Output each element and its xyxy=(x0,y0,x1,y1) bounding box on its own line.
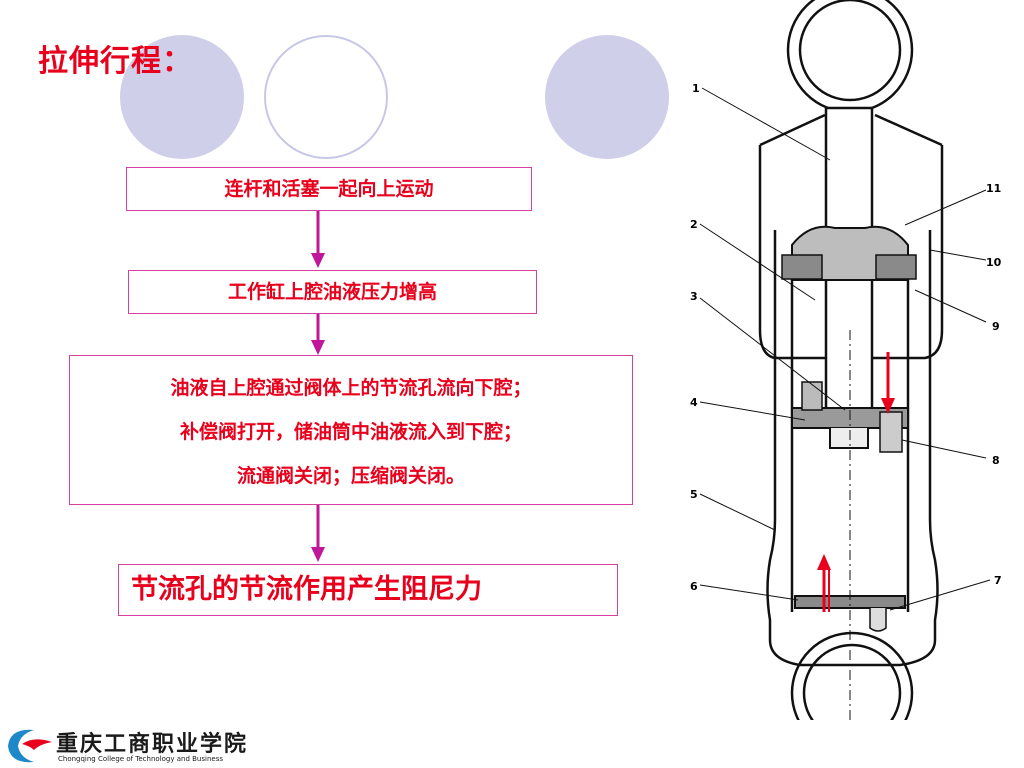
result-box: 节流孔的节流作用产生阻尼力 xyxy=(118,564,618,616)
decor-circle-left xyxy=(120,35,244,159)
flow-arrow-1 xyxy=(308,211,328,269)
step-3-line-1: 油液自上腔通过阀体上的节流孔流向下腔； xyxy=(170,377,532,399)
flow-arrow-3 xyxy=(308,505,328,563)
slide-title: 拉伸行程： xyxy=(38,44,193,79)
step-box-1: 连杆和活塞一起向上运动 xyxy=(126,167,532,211)
step-box-3: 油液自上腔通过阀体上的节流孔流向下腔； 补偿阀打开，储油筒中油液流入到下腔； 流… xyxy=(69,355,633,505)
step-3-line-2: 补偿阀打开，储油筒中油液流入到下腔； xyxy=(179,421,522,443)
decor-ring-center xyxy=(264,35,388,159)
part-label-3: 3 xyxy=(690,290,698,303)
flow-arrow-up-icon xyxy=(817,554,831,612)
part-label-9: 9 xyxy=(992,320,1000,333)
college-logo: 重庆工商职业学院 Chongqing College of Technology… xyxy=(0,720,246,768)
part-label-8: 8 xyxy=(992,454,1000,467)
part-label-2: 2 xyxy=(690,218,698,231)
shock-absorber-diagram: 1 2 3 4 5 6 7 8 9 10 11 xyxy=(680,0,1024,755)
college-name: 重庆工商职业学院 xyxy=(56,731,249,757)
part-label-5: 5 xyxy=(690,488,698,501)
part-label-6: 6 xyxy=(690,580,698,593)
part-label-10: 10 xyxy=(986,256,1002,269)
part-label-7: 7 xyxy=(994,574,1002,587)
flow-arrow-2 xyxy=(308,314,328,356)
college-emblem-icon xyxy=(8,729,52,763)
decor-circle-right xyxy=(545,35,669,159)
shock-absorber-svg: 1 2 3 4 5 6 7 8 9 10 11 xyxy=(690,0,1002,755)
step-box-2: 工作缸上腔油液压力增高 xyxy=(128,270,537,314)
flow-arrow-down-icon xyxy=(881,352,895,414)
college-english-name: Chongqing College of Technology and Busi… xyxy=(58,755,223,763)
step-3-line-3: 流通阀关闭；压缩阀关闭。 xyxy=(236,465,465,487)
part-label-4: 4 xyxy=(690,396,698,409)
part-label-11: 11 xyxy=(986,182,1001,195)
part-label-1: 1 xyxy=(692,82,700,95)
